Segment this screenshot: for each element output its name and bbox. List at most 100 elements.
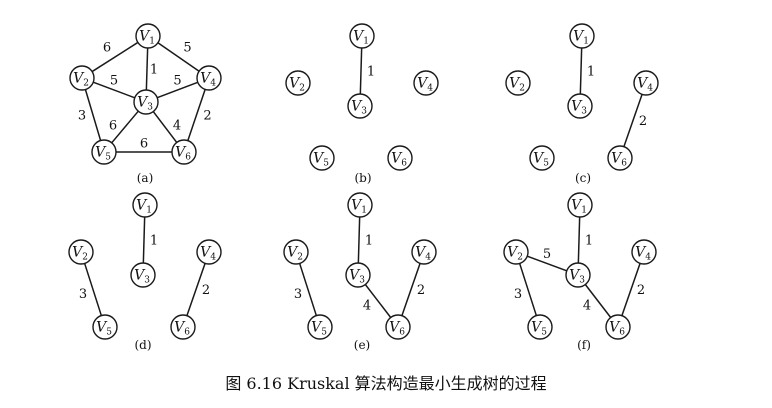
edge-weight-label: 2 [203,109,211,124]
vertex-v3 [347,93,373,119]
vertex-v1 [347,192,373,218]
edge-weight-label: 3 [78,109,86,124]
edge-v2-v3 [526,255,568,272]
vertex-v2 [68,239,94,265]
vertex-label: V2 [289,76,305,94]
vertex-v2 [503,239,529,265]
vertex-label: V4 [200,71,216,89]
vertex-label: V3 [137,95,153,113]
vertex-v1 [135,23,161,49]
vertex-label: V3 [571,99,587,117]
edge-weight-label: 3 [79,287,87,302]
edge-v2-v3 [92,81,136,99]
edge-v2-v5 [84,89,102,141]
vertex-v2 [283,239,309,265]
vertex-v6 [385,314,411,340]
edge-v2-v5 [83,263,103,316]
vertex-label: V2 [507,245,523,263]
vertex-v6 [387,145,413,171]
edge-v1-v3 [577,216,581,264]
vertex-label: V5 [531,320,547,338]
vertex-v6 [605,314,631,340]
edge-weight-label: 5 [183,41,191,56]
vertex-label: V1 [351,198,367,216]
edge-v3-v6 [152,111,178,143]
panel-label: (e) [354,338,370,352]
vertex-v6 [170,314,196,340]
edge-v1-v3 [579,47,583,95]
vertex-v3 [133,89,159,115]
edge-weight-label: 4 [583,299,591,314]
edge-weight-label: 1 [150,63,158,78]
vertex-label: V6 [609,320,625,338]
vertex-label: V4 [200,245,216,263]
vertex-label: V3 [351,99,367,117]
vertex-label: V2 [287,245,303,263]
vertex-v4 [633,70,659,96]
panel-label: (b) [354,171,371,185]
vertex-v3 [567,93,593,119]
edge-v1-v2 [91,41,139,73]
panel-label: (c) [575,171,591,185]
panel-label: (f) [577,338,591,352]
vertex-label: V6 [391,151,407,169]
panel-label: (a) [137,171,154,185]
vertex-label: V4 [415,245,431,263]
vertex-v5 [527,314,553,340]
edge-weight-label: 1 [365,234,373,249]
edge-v2-v5 [518,263,538,316]
edge-weight-label: 5 [543,247,551,262]
vertex-label: V6 [611,151,627,169]
vertex-v1 [349,23,375,49]
vertex-v6 [607,145,633,171]
edge-weight-label: 1 [587,65,595,80]
vertex-label: V5 [96,320,112,338]
vertex-v4 [196,239,222,265]
vertex-v1 [132,192,158,218]
vertex-label: V1 [571,198,587,216]
edge-weight-label: 1 [367,65,375,80]
edge-weight-label: 6 [103,41,111,56]
edge-weight-label: 1 [150,234,158,249]
edge-v4-v6 [621,263,641,316]
vertex-label: V2 [73,71,89,89]
vertex-label: V1 [136,198,152,216]
vertex-v2 [69,65,95,91]
edge-weight-label: 1 [585,234,593,249]
vertex-v2 [505,70,531,96]
vertex-label: V2 [72,245,88,263]
vertex-v3 [130,262,156,288]
edge-v1-v3 [357,216,361,264]
edge-weight-label: 3 [514,287,522,302]
vertex-label: V4 [637,76,653,94]
edge-weight-label: 4 [363,299,371,314]
edge-weight-label: 2 [637,283,645,298]
vertex-v5 [91,139,117,165]
vertex-v3 [565,262,591,288]
vertex-label: V3 [134,268,150,286]
vertex-label: V1 [353,29,369,47]
vertex-label: V3 [569,268,585,286]
edge-weight-label: 6 [140,137,148,152]
vertex-label: V4 [635,245,651,263]
vertex-v4 [413,70,439,96]
vertex-v1 [569,23,595,49]
vertex-label: V5 [95,145,111,163]
edge-v1-v3 [142,216,146,264]
vertex-label: V6 [174,320,190,338]
figure-caption: 图 6.16 Kruskal 算法构造最小生成树的过程 [225,374,547,393]
edge-weight-label: 6 [109,119,117,134]
vertex-label: V6 [389,320,405,338]
edge-v1-v4 [157,42,200,72]
vertex-v5 [529,145,555,171]
vertex-v4 [411,239,437,265]
edge-weight-label: 2 [202,283,210,298]
edge-v4-v6 [623,94,643,147]
